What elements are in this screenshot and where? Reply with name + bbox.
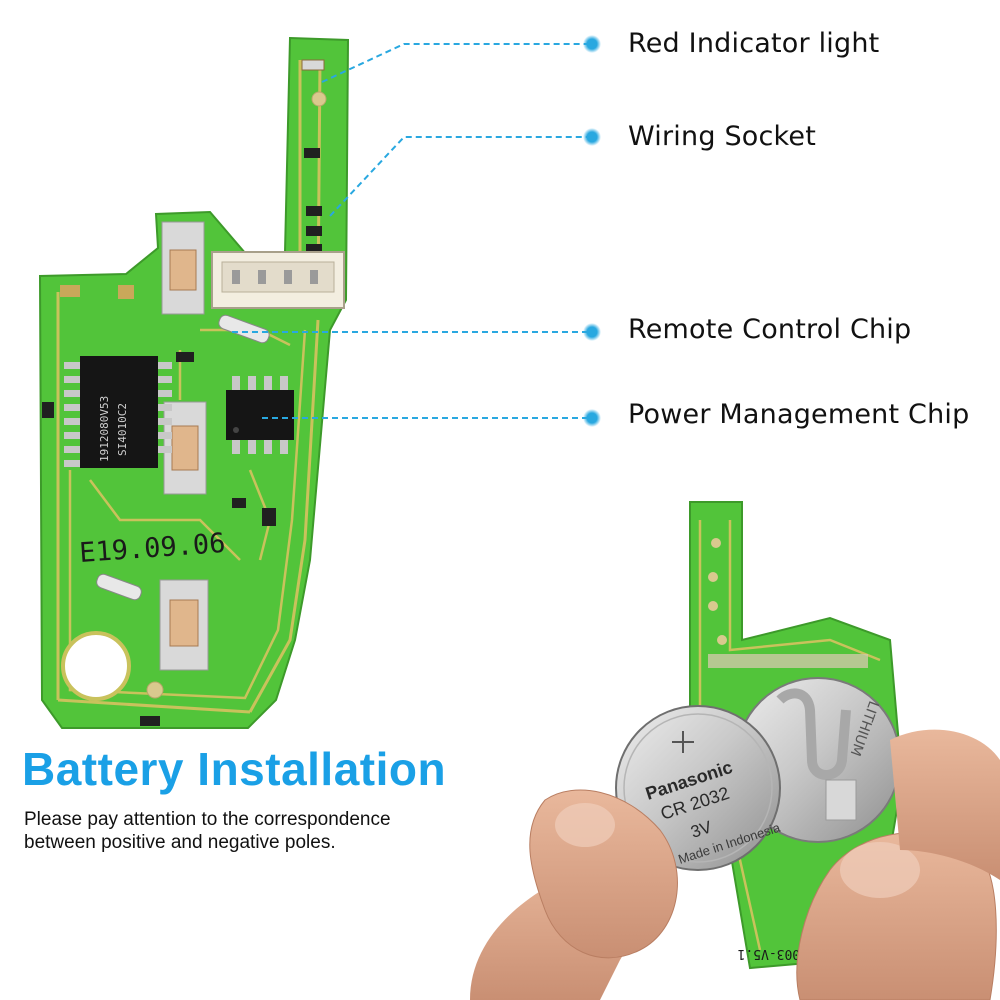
callout-line-red-indicator	[321, 43, 590, 83]
switch-bottom	[159, 579, 209, 671]
switch-top	[161, 221, 205, 315]
section-title: Battery Installation	[22, 743, 447, 795]
callout-label-remote-chip: Remote Control Chip	[628, 314, 912, 345]
installation-note-line-2: between positive and negative poles.	[24, 832, 336, 853]
installation-note-line-1: Please pay attention to the corresponden…	[24, 809, 391, 830]
fingers	[470, 729, 1000, 1000]
installation-note: Please pay attention to the corresponden…	[24, 808, 454, 854]
callout-dot-remote-chip	[583, 323, 601, 341]
callout-dots	[583, 35, 601, 427]
pcb-main: 1912080V53 SI4010C2 E19.09.06	[38, 36, 350, 729]
power-management-chip	[226, 376, 294, 454]
remote-control-chip: 1912080V53 SI4010C2	[64, 356, 172, 468]
chip-marking-2: SI4010C2	[116, 403, 129, 456]
callout-dot-red-indicator	[583, 35, 601, 53]
red-indicator-led	[301, 59, 325, 71]
callout-label-wiring-socket: Wiring Socket	[628, 121, 817, 152]
board2-marking: 5003-V5.1	[738, 946, 808, 961]
chip-marking-1: 1912080V53	[98, 396, 111, 462]
callout-label-power-chip: Power Management Chip	[628, 399, 970, 430]
callout-dot-wiring-socket	[583, 128, 601, 146]
callout-label-red-indicator: Red Indicator light	[628, 28, 880, 59]
callout-dot-power-chip	[583, 409, 601, 427]
callout-line-wiring-socket	[329, 136, 590, 217]
callout-lines	[232, 43, 590, 419]
battery-photo: 5003-V5.1 LITHIUM Panasonic CR 2032 3V M…	[470, 501, 1000, 1000]
wiring-socket	[211, 251, 345, 309]
mounting-hole	[61, 631, 131, 701]
